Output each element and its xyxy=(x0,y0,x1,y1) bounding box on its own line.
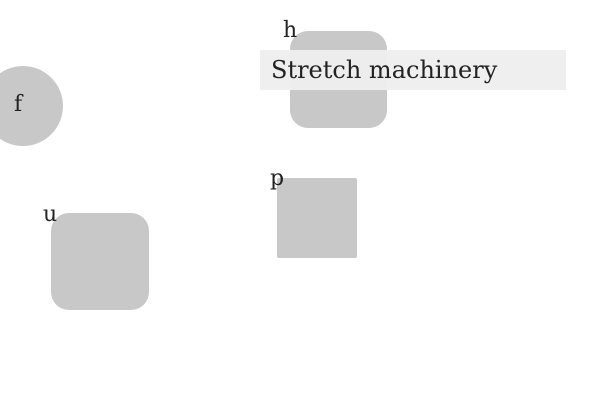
text-bar-label: Stretch machinery xyxy=(271,56,498,84)
shape-label-p: p xyxy=(270,166,285,191)
shape-label-u: u xyxy=(43,202,58,227)
circle-shape-f xyxy=(0,66,63,146)
shape-label-h: h xyxy=(283,18,298,43)
square-shape-p xyxy=(277,178,357,258)
text-bar: Stretch machinery xyxy=(260,50,566,90)
shape-label-f: f xyxy=(14,92,23,117)
rounded-square-shape-u xyxy=(51,213,149,310)
